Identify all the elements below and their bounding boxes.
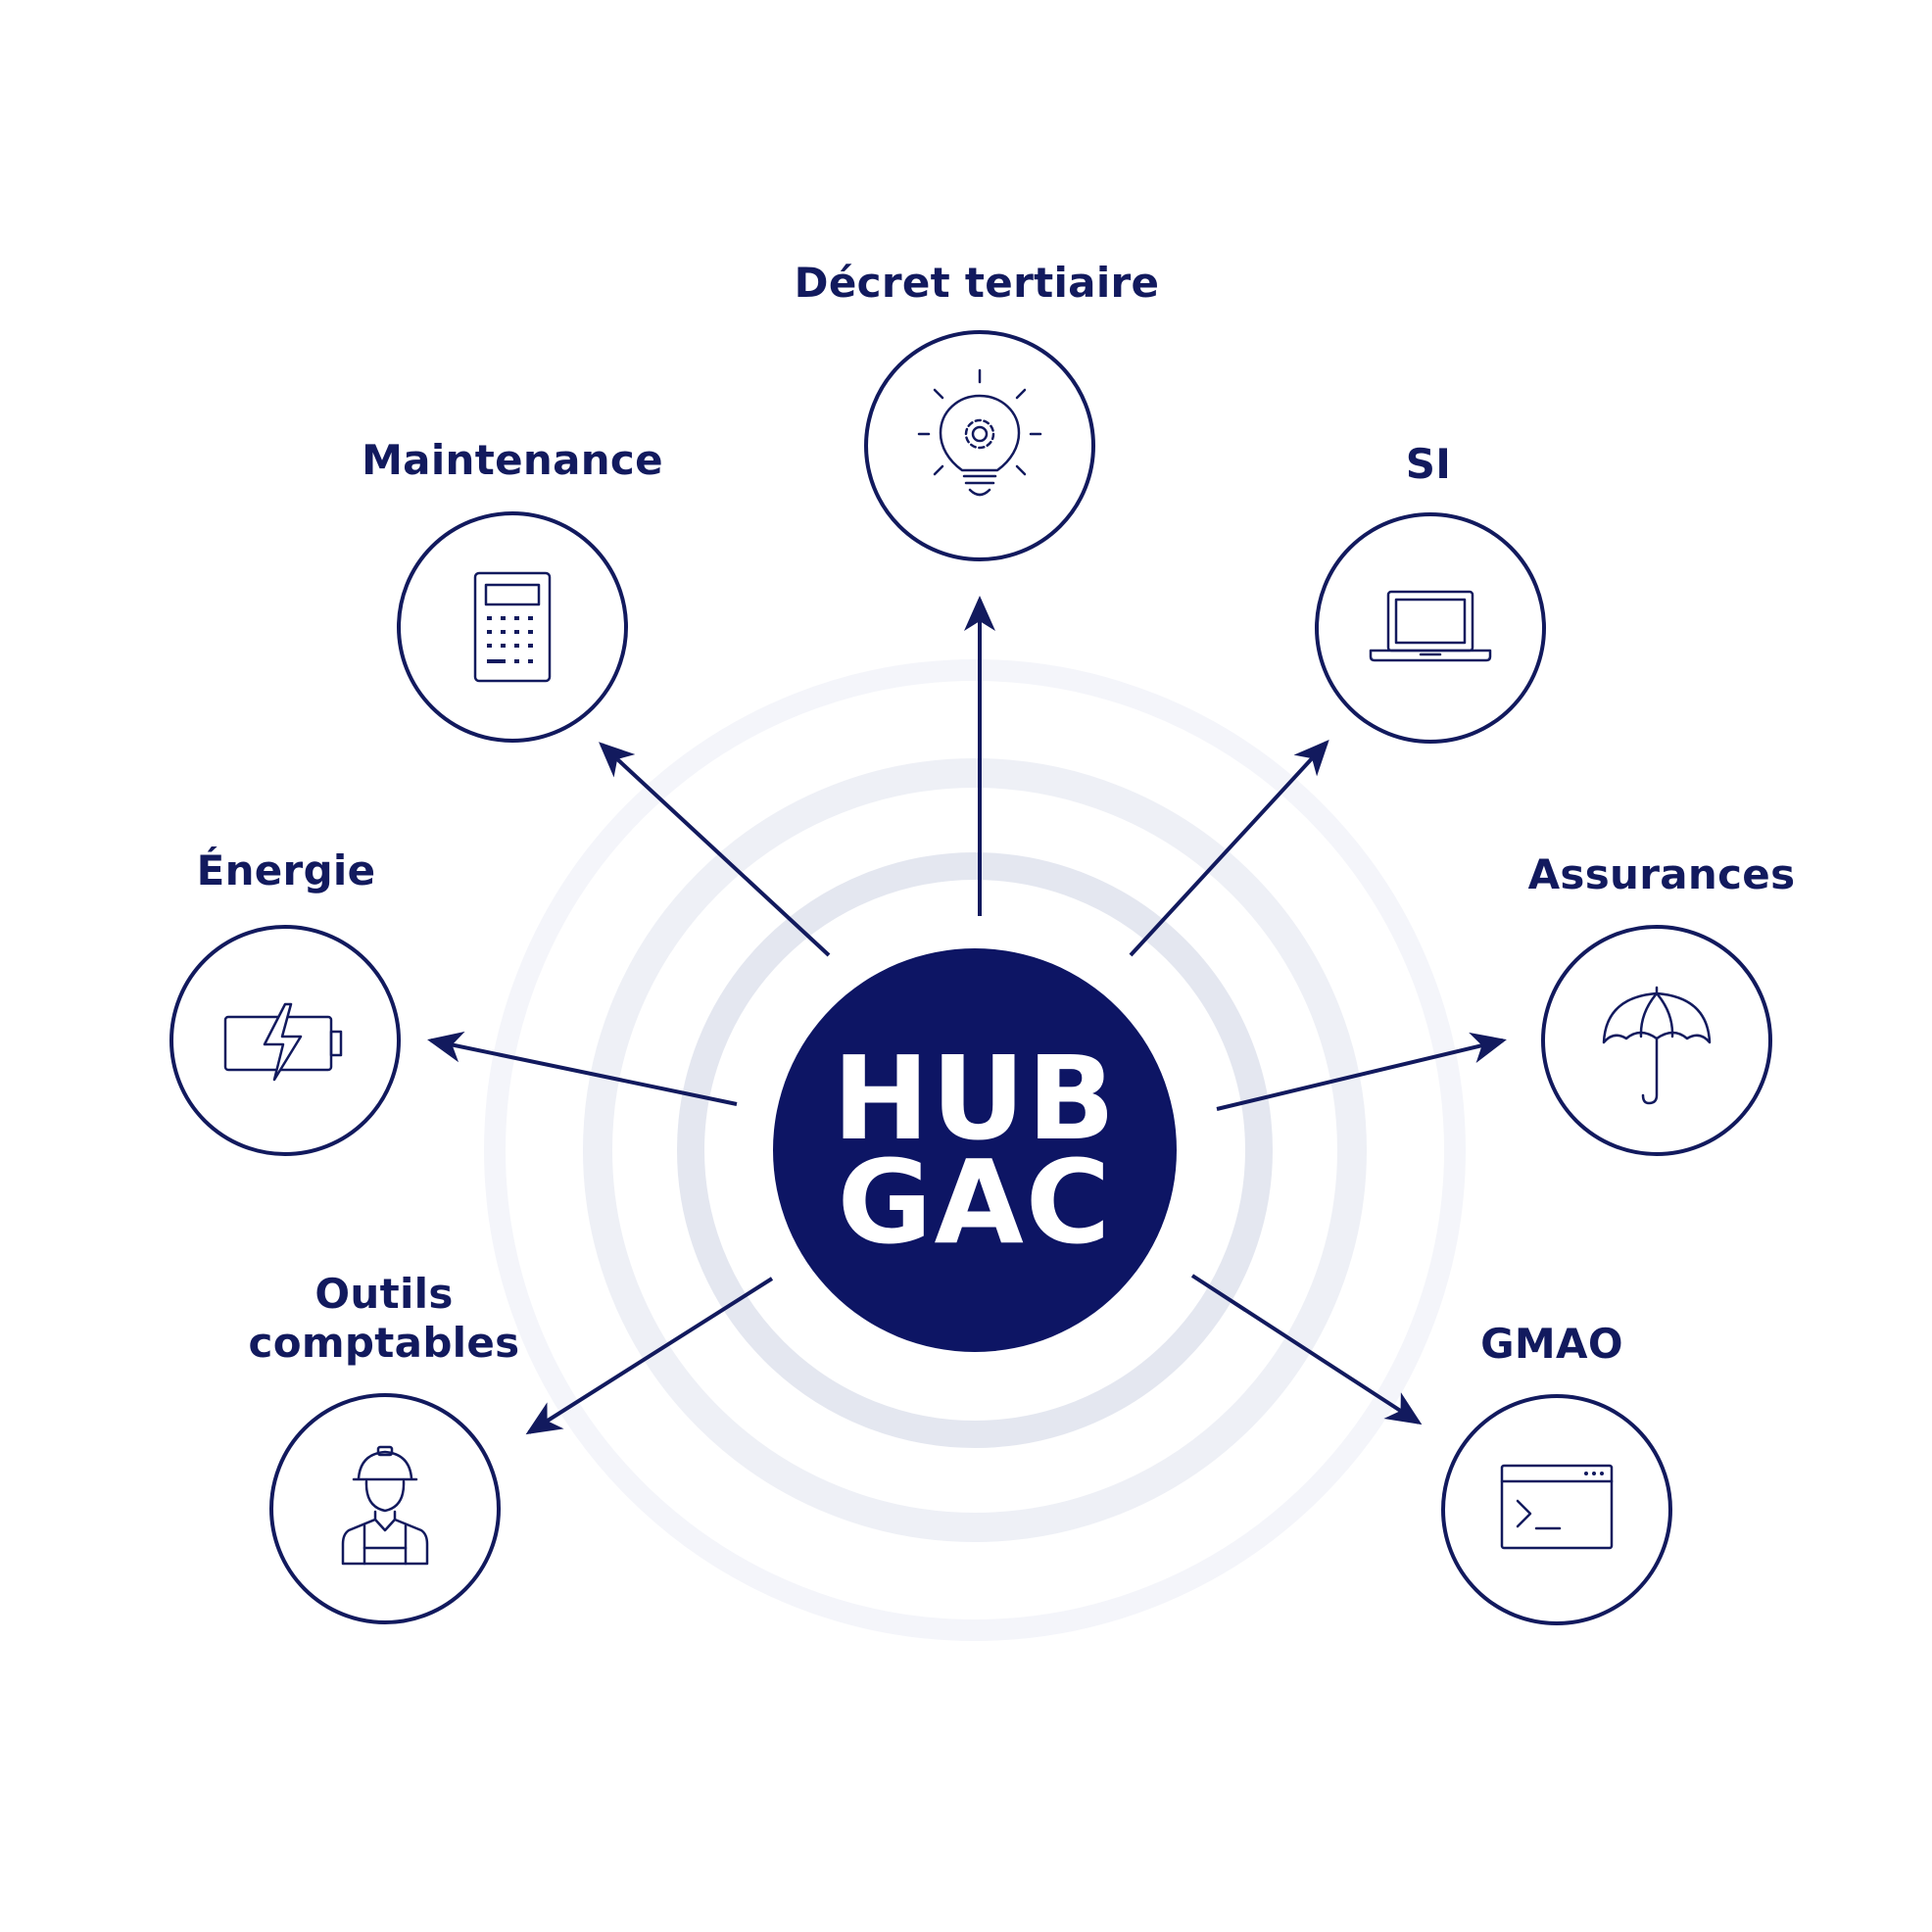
lightbulb-gear-icon bbox=[917, 368, 1042, 497]
label-si: SI bbox=[1405, 440, 1452, 488]
arrow-to-energie bbox=[427, 1031, 738, 1106]
label-decret-tertiaire: Décret tertiaire bbox=[794, 259, 1160, 307]
umbrella-icon bbox=[1602, 986, 1712, 1105]
background-ring-outer bbox=[484, 659, 1466, 1641]
node-circle-gmao[interactable] bbox=[1441, 1394, 1672, 1625]
battery-charging-icon bbox=[223, 1002, 343, 1082]
hub-line-1: HUB bbox=[832, 1031, 1118, 1166]
arrow-to-outils bbox=[525, 1277, 774, 1435]
calculator-icon bbox=[473, 571, 552, 683]
node-circle-decret[interactable] bbox=[864, 330, 1095, 561]
background-ring-middle bbox=[583, 758, 1367, 1542]
terminal-window-icon bbox=[1500, 1464, 1614, 1550]
background-ring-inner bbox=[677, 852, 1273, 1448]
construction-worker-icon bbox=[341, 1445, 429, 1566]
label-assurances: Assurances bbox=[1527, 850, 1796, 898]
hub-line-2: GAC bbox=[837, 1135, 1113, 1270]
hub-circle bbox=[773, 948, 1177, 1352]
arrow-to-maintenance bbox=[599, 742, 831, 957]
hub-logo-text: HUB GAC bbox=[832, 1031, 1118, 1270]
label-outils-comptables: Outils comptables bbox=[248, 1270, 520, 1367]
node-circle-outils[interactable] bbox=[269, 1393, 501, 1624]
label-gmao: GMAO bbox=[1480, 1320, 1623, 1368]
arrow-to-si bbox=[1129, 740, 1329, 957]
arrow-to-assurances bbox=[1216, 1032, 1507, 1111]
arrow-to-gmao bbox=[1190, 1274, 1423, 1425]
label-energie: Énergie bbox=[196, 846, 376, 894]
label-maintenance: Maintenance bbox=[362, 436, 663, 484]
node-circle-si[interactable] bbox=[1315, 512, 1546, 744]
node-circle-maintenance[interactable] bbox=[397, 511, 628, 743]
laptop-icon bbox=[1369, 590, 1492, 662]
